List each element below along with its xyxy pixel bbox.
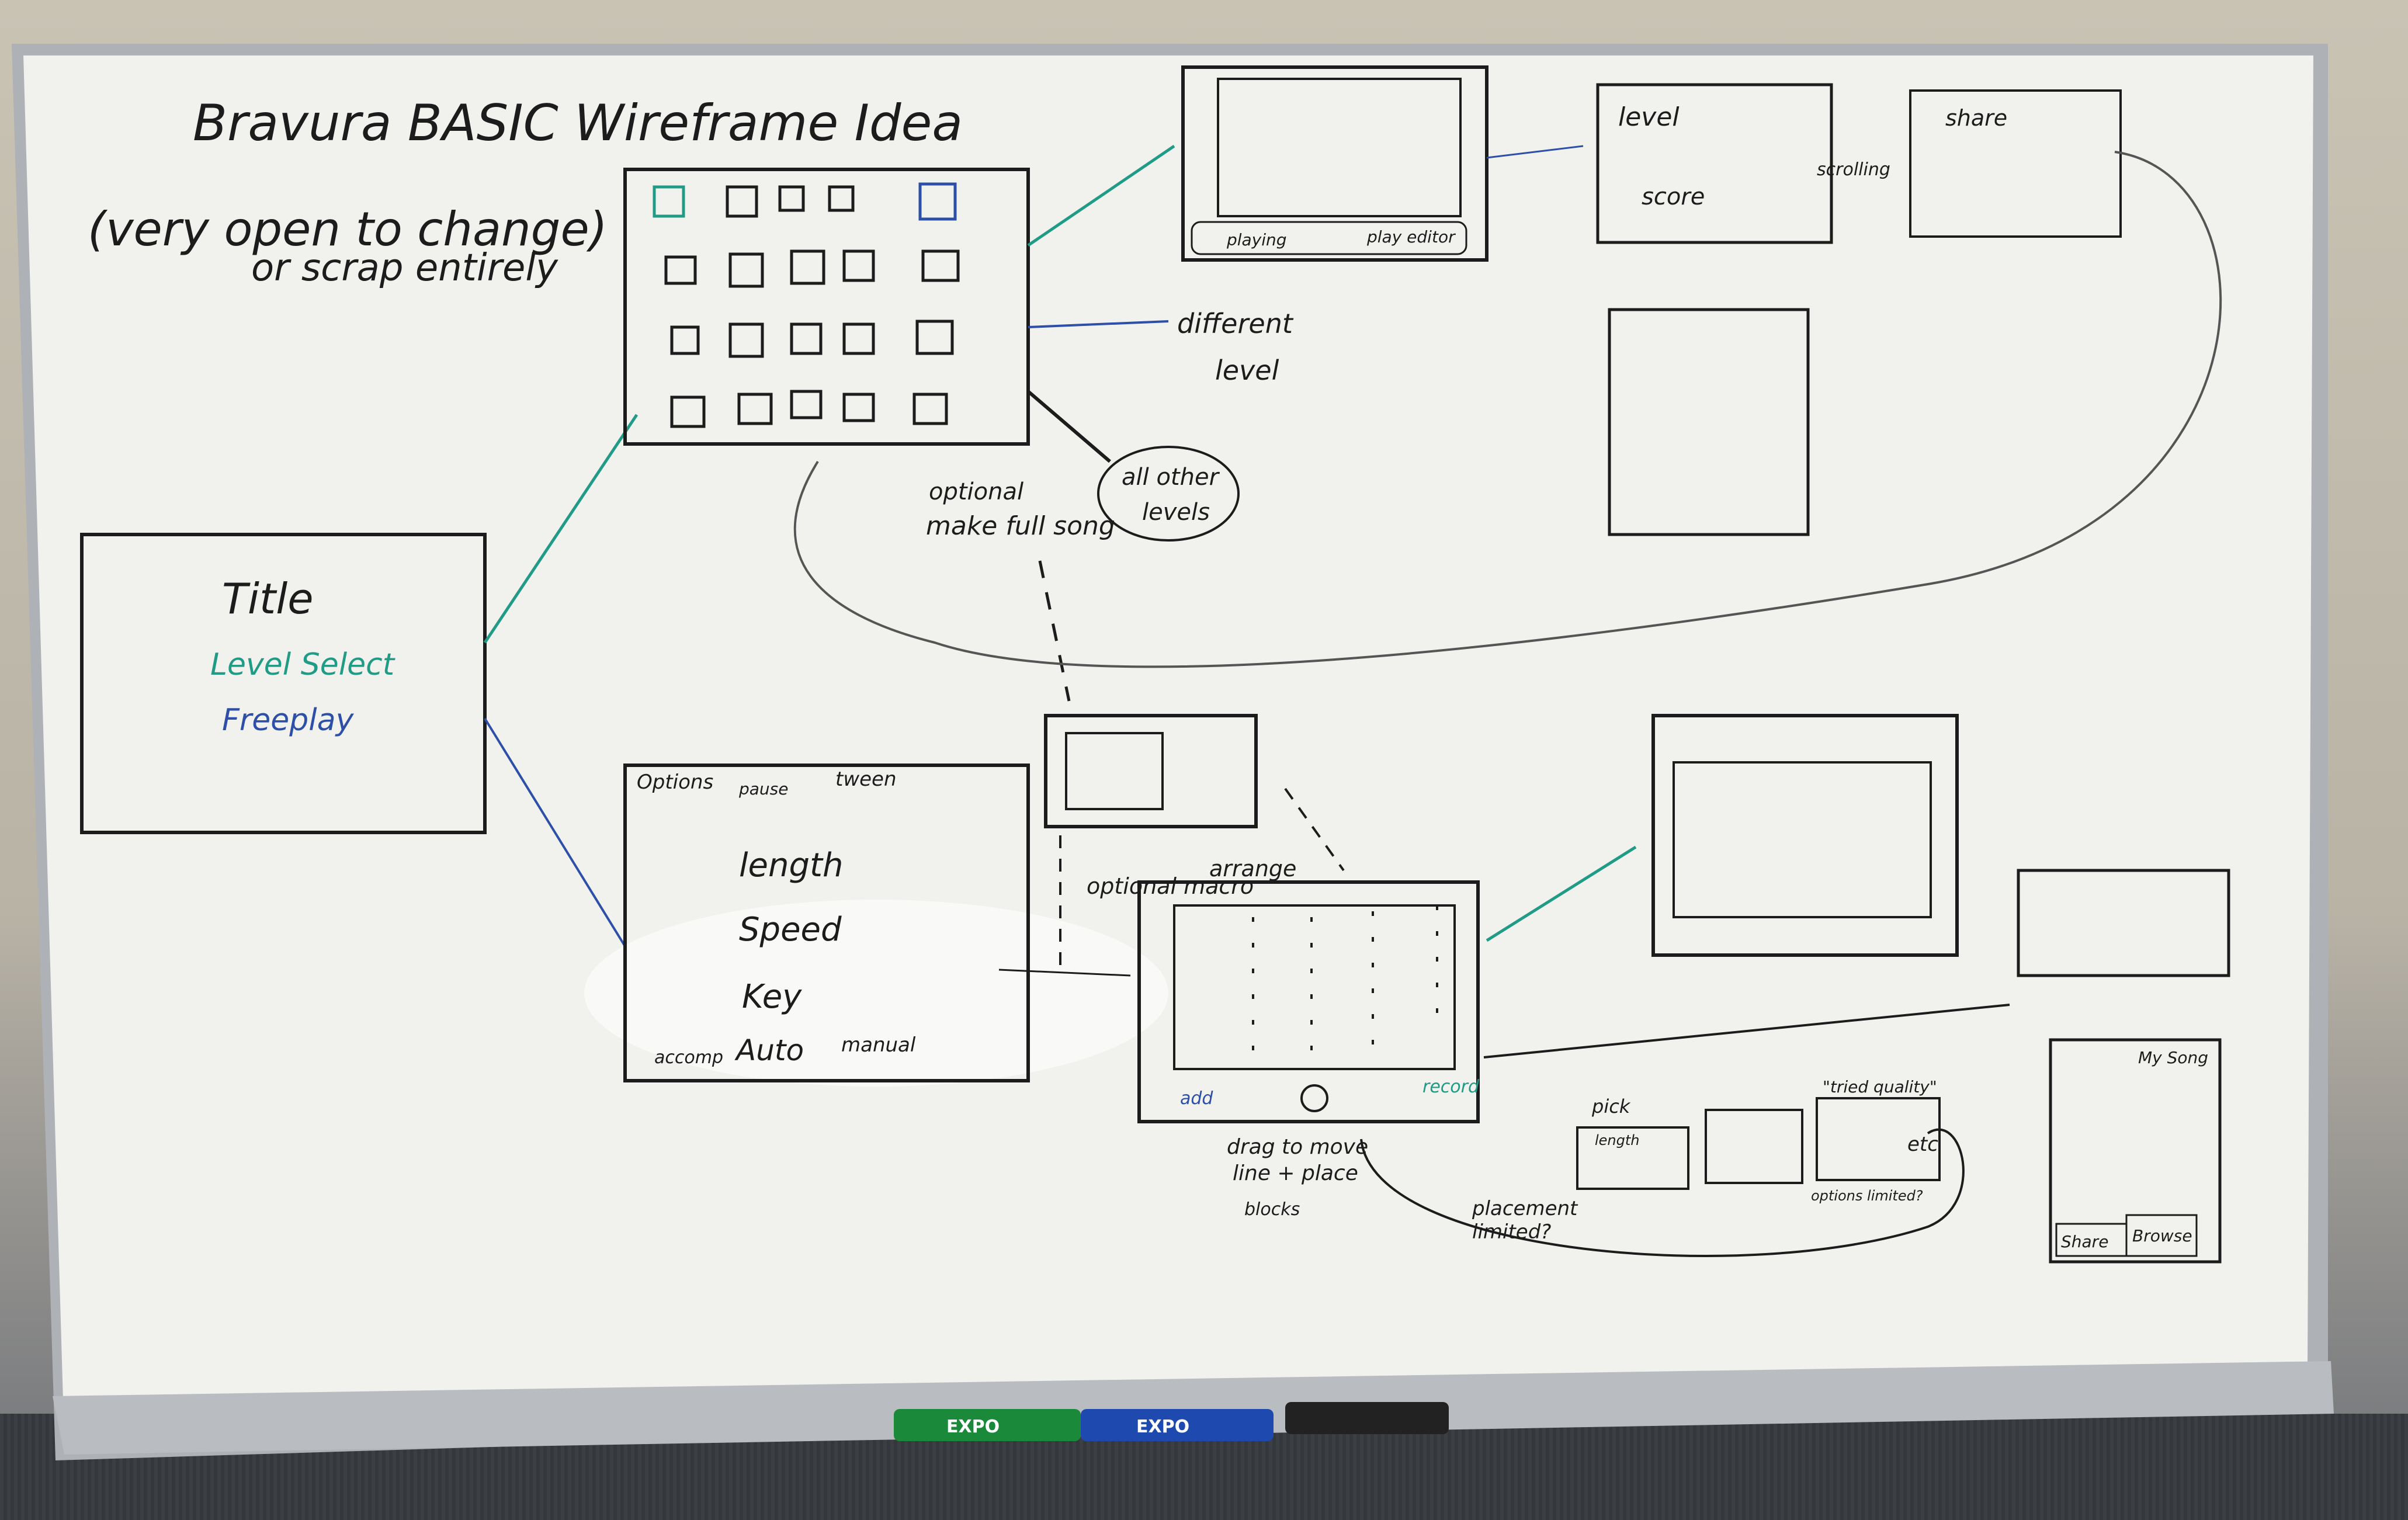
level-play-btn-left: playing <box>1226 230 1287 249</box>
options-heading: Options <box>637 771 713 794</box>
level-play-btn-right: play editor <box>1366 227 1456 247</box>
share-label: share <box>1945 105 2007 131</box>
my-song-sketch <box>2049 1038 2222 1264</box>
my-song-browse-button <box>2125 1214 2198 1257</box>
mini-staff-sketch <box>2017 869 2230 977</box>
my-song-browse-label: Browse <box>2132 1226 2192 1245</box>
blue-marker <box>1081 1409 1274 1441</box>
score-score: score <box>1642 183 1705 210</box>
score-level: level <box>1618 102 1680 132</box>
drag-note-3: blocks <box>1244 1199 1300 1220</box>
title-screen-freeplay: Freeplay <box>222 703 355 738</box>
length-label: length <box>1595 1132 1640 1148</box>
options-panel-sketch <box>623 764 1030 1082</box>
drag-note-2: line + place <box>1233 1161 1358 1185</box>
options-opt1: pause <box>738 779 789 799</box>
play-icon <box>1300 1084 1328 1112</box>
quality-label: "tried quality" <box>1823 1077 1937 1096</box>
share-screen-sketch <box>1909 89 2122 238</box>
green-marker <box>894 1409 1081 1441</box>
drag-note-1: drag to move <box>1227 1135 1368 1159</box>
options-opt2: tween <box>835 768 897 791</box>
optional-note-1: optional <box>929 478 1023 505</box>
score-scrolling: scrolling <box>1817 159 1890 180</box>
title-screen-level-select: Level Select <box>210 647 395 682</box>
my-song-label: My Song <box>2138 1048 2208 1067</box>
green-marker-label: EXPO <box>946 1417 1000 1437</box>
all-other-levels-2: levels <box>1142 499 1210 526</box>
pick-label: pick <box>1591 1095 1631 1118</box>
options-footer-mid: Auto <box>734 1033 804 1067</box>
level-grid <box>653 182 960 428</box>
all-other-levels-bubble <box>1097 446 1240 542</box>
options-limited-label: options limited? <box>1811 1188 1923 1204</box>
options-length: length <box>739 846 844 884</box>
pick-box <box>1576 1126 1689 1190</box>
macro-preview-sketch <box>1044 714 1258 828</box>
my-song-share-label: Share <box>2061 1232 2108 1251</box>
macro-note-2: arrange <box>1209 856 1296 882</box>
different-level-1: different <box>1177 308 1294 339</box>
title-screen-sketch <box>80 533 487 834</box>
board-subtitle-2: or scrap entirely <box>251 247 558 290</box>
level-play-sketch <box>1181 65 1488 262</box>
black-marker <box>1285 1402 1449 1434</box>
editor-btn-add: add <box>1180 1088 1213 1109</box>
placement-note-2: limited? <box>1472 1220 1551 1244</box>
optional-note-2: make full song <box>926 511 1115 541</box>
title-screen-title: Title <box>222 574 314 623</box>
arrange-box <box>1705 1109 1803 1184</box>
macro-note-1: optional macro <box>1087 873 1254 899</box>
board-subtitle-1: (very open to change) <box>88 202 608 256</box>
etc-label: etc <box>1907 1133 1938 1156</box>
different-level-2: level <box>1215 355 1279 386</box>
options-footer-left: accomp <box>654 1047 723 1068</box>
playback-preview-sketch <box>1651 714 1959 957</box>
blue-marker-label: EXPO <box>1136 1417 1189 1437</box>
editor-btn-record: record <box>1422 1077 1480 1097</box>
options-footer-right: manual <box>841 1033 916 1057</box>
options-speed: Speed <box>739 911 842 949</box>
options-key: Key <box>742 978 802 1016</box>
score-screen-sketch <box>1596 83 1833 244</box>
board-title: Bravura BASIC Wireframe Idea <box>193 94 963 152</box>
all-other-levels-1: all other <box>1122 464 1220 491</box>
placement-note-1: placement <box>1472 1197 1578 1220</box>
level-select-sketch <box>623 168 1030 446</box>
scroll-list-sketch <box>1608 308 1810 536</box>
editor-grid-sketch <box>1137 880 1480 1123</box>
quality-box <box>1816 1097 1941 1181</box>
